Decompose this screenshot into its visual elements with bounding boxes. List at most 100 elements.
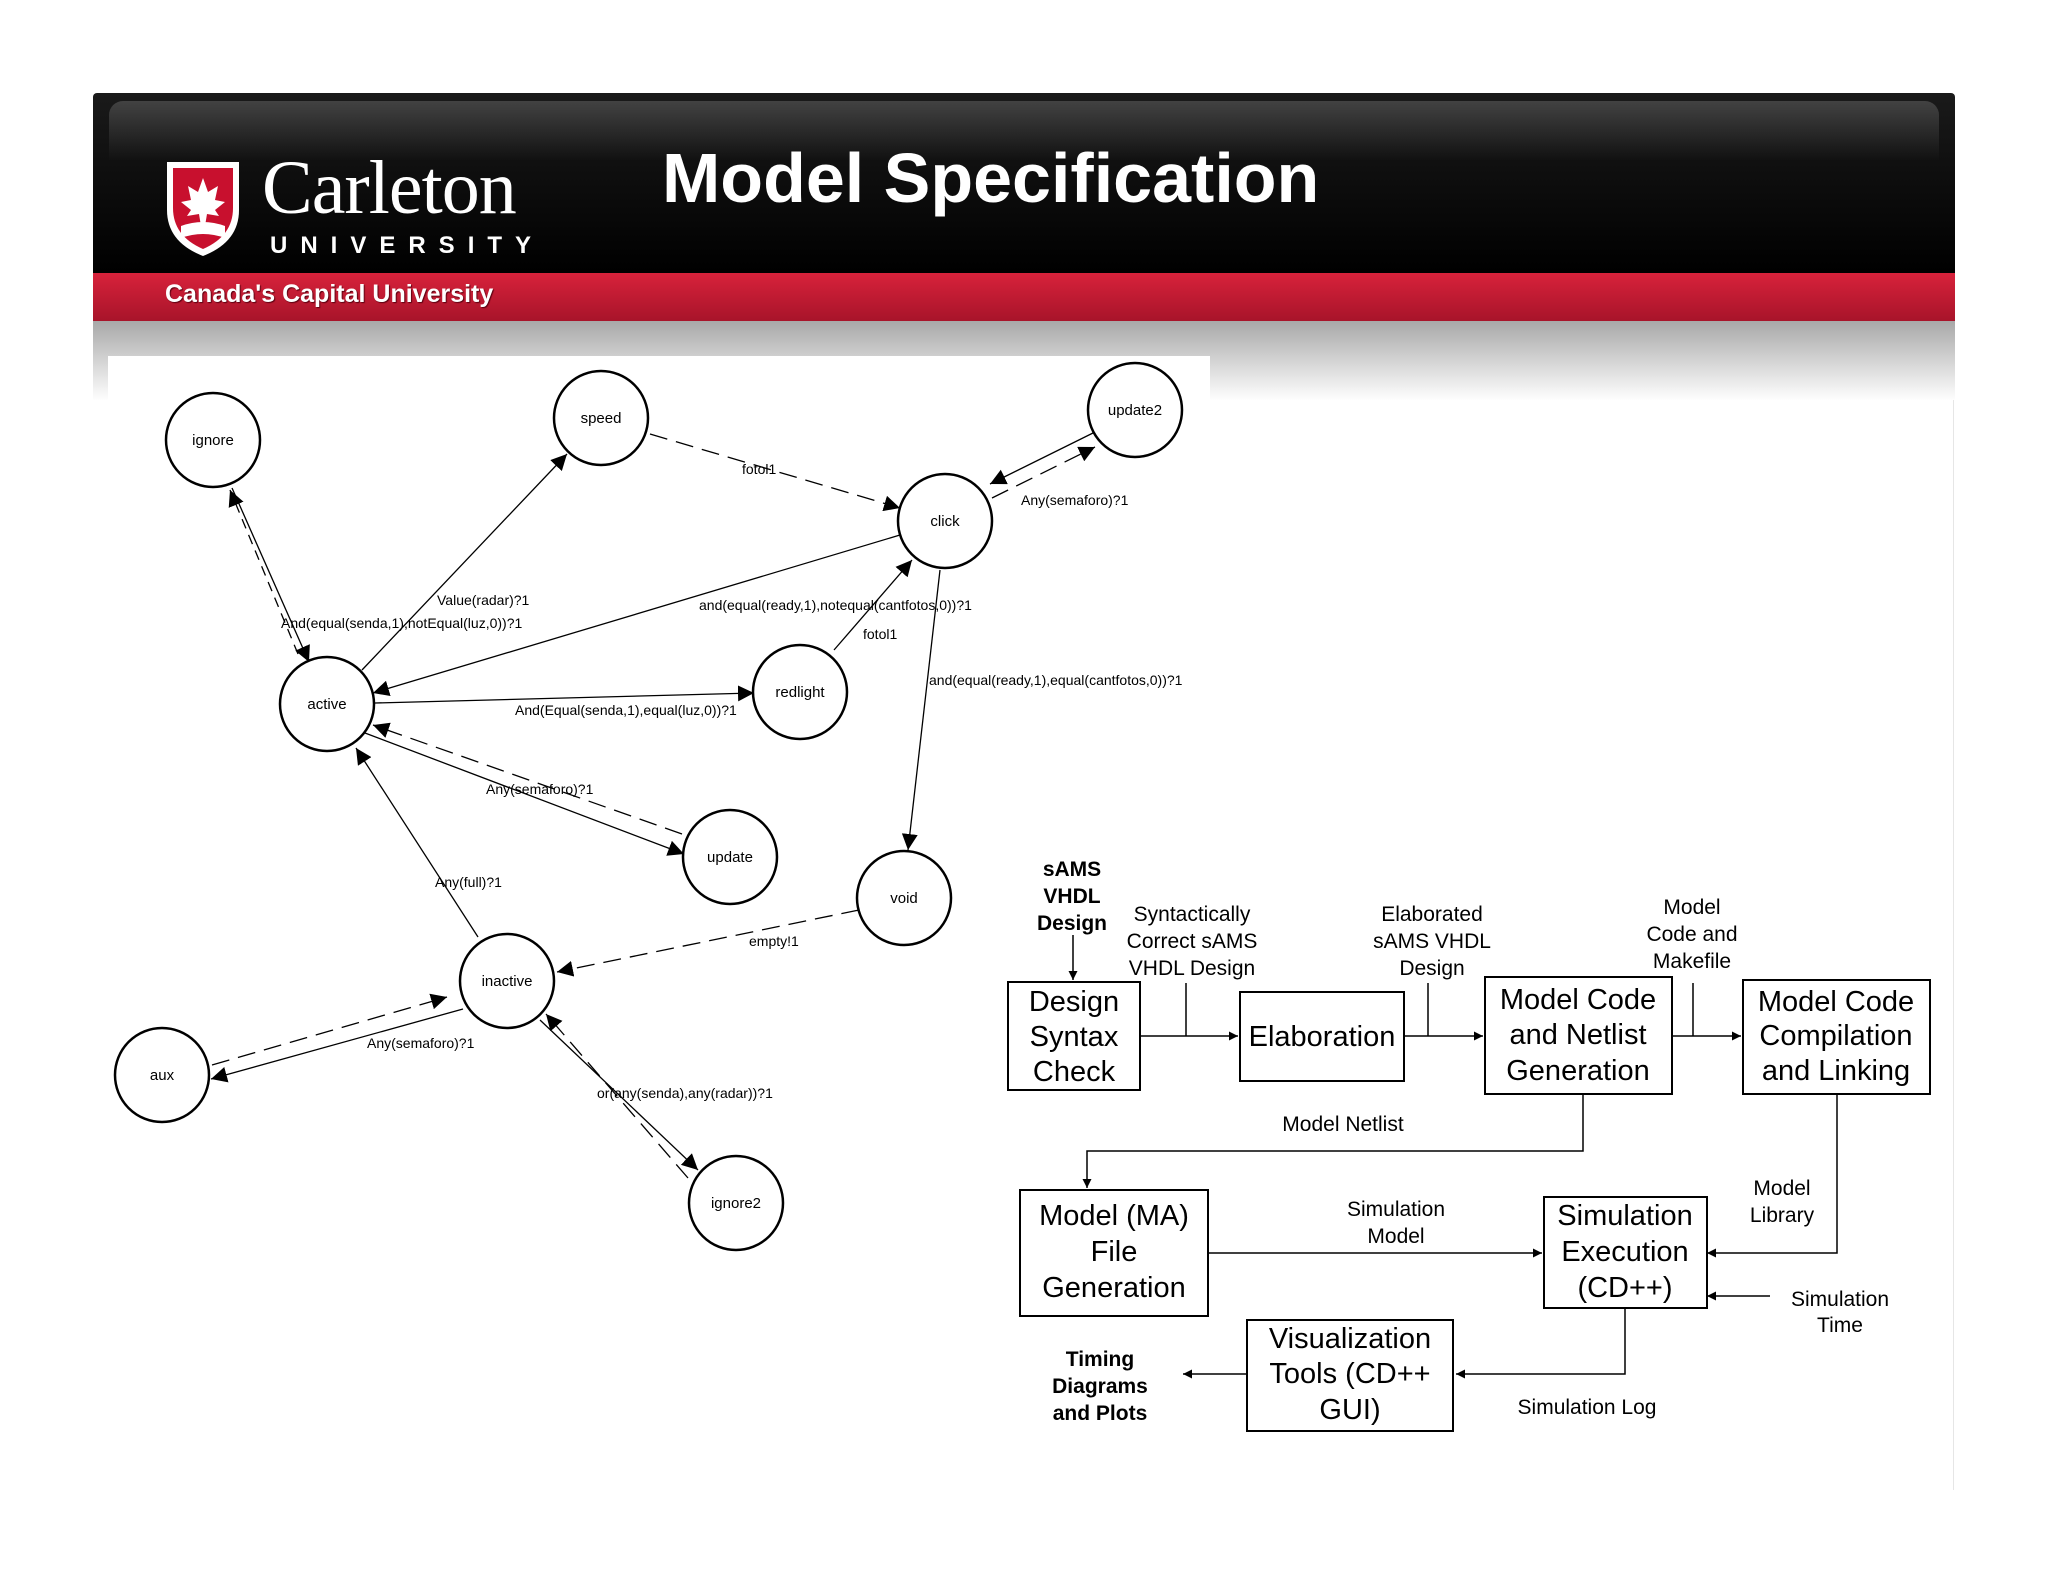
transition-active-ignore xyxy=(228,489,299,655)
flow-label: Simulation xyxy=(1347,1198,1445,1221)
transition-active-speed xyxy=(361,453,568,671)
box-line: Model Code xyxy=(1500,984,1656,1016)
transition-label: Value(radar)?1 xyxy=(437,592,530,608)
flow-label: Syntactically xyxy=(1134,903,1251,926)
flow-label: VHDL xyxy=(1043,885,1100,908)
state-ignore2 xyxy=(687,1154,785,1252)
state-names: ignore speed update2 click active redlig… xyxy=(150,402,1162,1212)
flow-label: and Plots xyxy=(1053,1402,1148,1425)
state-diagram-area xyxy=(108,356,1210,1256)
flow-label: Correct sAMS xyxy=(1127,930,1258,953)
box-line: and Linking xyxy=(1762,1055,1910,1087)
box-visualization-tools xyxy=(1246,1319,1454,1432)
transition-label: And(Equal(senda,1),equal(luz,0))?1 xyxy=(515,702,737,718)
flow-label: Model xyxy=(1753,1177,1810,1200)
transition-ignore2-inactive xyxy=(545,1013,689,1179)
transition-label: and(equal(ready,1),notequal(cantfotos,0)… xyxy=(699,597,972,613)
transition-inactive-aux xyxy=(210,1008,464,1083)
state-name: aux xyxy=(150,1067,175,1084)
box-simulation-execution xyxy=(1543,1196,1708,1309)
box-line: Compilation xyxy=(1759,1020,1912,1052)
box-line: Visualization xyxy=(1269,1323,1431,1355)
flow-connectors xyxy=(1068,935,1838,1379)
transition-label: And(equal(senda,1),notEqual(luz,0))?1 xyxy=(281,615,522,631)
arrow-model-netlist xyxy=(1082,1094,1584,1188)
transition-inactive-active xyxy=(355,747,479,938)
box-line: Generation xyxy=(1506,1055,1650,1087)
box-model-code-compilation xyxy=(1742,979,1931,1095)
state-name: ignore xyxy=(192,432,234,449)
carleton-shield-icon xyxy=(167,162,239,256)
transition-click-active xyxy=(372,534,901,697)
tagline: Canada's Capital University xyxy=(165,280,494,308)
state-name: redlight xyxy=(775,684,825,701)
state-name: speed xyxy=(581,410,622,427)
logo-name: Carleton xyxy=(262,146,517,230)
flow-label: VHDL Design xyxy=(1129,957,1255,980)
state-name: ignore2 xyxy=(711,1195,761,1212)
box-line: Execution xyxy=(1561,1236,1688,1268)
transition-ignore-active xyxy=(231,487,310,663)
flow-label: Design xyxy=(1399,957,1464,980)
box-line: Model Code xyxy=(1758,986,1914,1018)
transition-label: and(equal(ready,1),equal(cantfotos,0))?1 xyxy=(929,672,1183,688)
state-active xyxy=(278,655,376,753)
box-line: File xyxy=(1091,1236,1138,1268)
transition-update-active xyxy=(372,722,683,835)
state-name: active xyxy=(307,696,346,713)
transition-active-update xyxy=(364,732,685,856)
flow-label: Model xyxy=(1663,896,1720,919)
flow-label: Simulation xyxy=(1791,1288,1889,1311)
state-transitions xyxy=(210,431,1096,1179)
state-name: update xyxy=(707,849,753,866)
state-update xyxy=(681,808,779,906)
box-design-syntax-check xyxy=(1007,981,1141,1091)
transition-labels: fotol1 Any(semaforo)?1 Value(radar)?1 An… xyxy=(281,461,1183,1101)
flow-label: Timing xyxy=(1066,1348,1134,1371)
flow-label: Library xyxy=(1750,1204,1815,1227)
transition-label: Any(semaforo)?1 xyxy=(367,1035,475,1051)
arrow-model-library xyxy=(1707,1094,1838,1258)
flow-label: Elaborated xyxy=(1381,903,1483,926)
flow-label: Model Netlist xyxy=(1282,1113,1404,1136)
flow-label: Simulation Log xyxy=(1518,1396,1657,1419)
transition-label: fotol1 xyxy=(742,461,776,477)
box-line: Check xyxy=(1033,1056,1116,1088)
flow-label: Model xyxy=(1367,1225,1424,1248)
box-line: (CD++) xyxy=(1577,1272,1672,1304)
state-void xyxy=(855,849,953,947)
transition-redlight-click xyxy=(833,559,913,651)
state-ignore xyxy=(164,391,262,489)
flow-label: Time xyxy=(1817,1314,1863,1337)
transition-label: or(any(senda),any(radar))?1 xyxy=(597,1085,773,1101)
box-line: Tools (CD++ xyxy=(1269,1358,1430,1390)
box-line: GUI) xyxy=(1319,1394,1380,1426)
box-line: Elaboration xyxy=(1249,1021,1396,1053)
flow-box-texts: Design Syntax Check Elaboration Model Co… xyxy=(1029,984,1914,1426)
state-name: update2 xyxy=(1108,402,1162,419)
transition-click-void xyxy=(901,569,941,851)
box-line: Model (MA) xyxy=(1039,1200,1189,1232)
transition-label: fotol1 xyxy=(863,626,897,642)
flow-label: sAMS xyxy=(1043,858,1101,881)
transition-label: Any(semaforo)?1 xyxy=(1021,492,1129,508)
transition-inactive-ignore2 xyxy=(539,1019,699,1171)
box-elaboration xyxy=(1239,991,1405,1082)
page-title: Model Specification xyxy=(662,139,1320,217)
tagline-bar xyxy=(93,273,1955,321)
flow-label: Makefile xyxy=(1653,950,1731,973)
transition-label: empty!1 xyxy=(749,933,799,949)
flow-label: Diagrams xyxy=(1052,1375,1148,1398)
box-model-ma-file xyxy=(1019,1189,1209,1317)
arrow-simulation-log xyxy=(1456,1308,1626,1379)
transition-update2-click xyxy=(989,431,1096,485)
box-line: Design xyxy=(1029,986,1119,1018)
state-name: void xyxy=(890,890,918,907)
box-model-code-netlist xyxy=(1484,976,1673,1095)
transition-speed-click xyxy=(649,433,901,512)
flow-labels: sAMS VHDL Design Syntactically Correct s… xyxy=(1037,858,1889,1425)
divider xyxy=(1953,400,1954,1490)
state-nodes xyxy=(113,361,1184,1252)
